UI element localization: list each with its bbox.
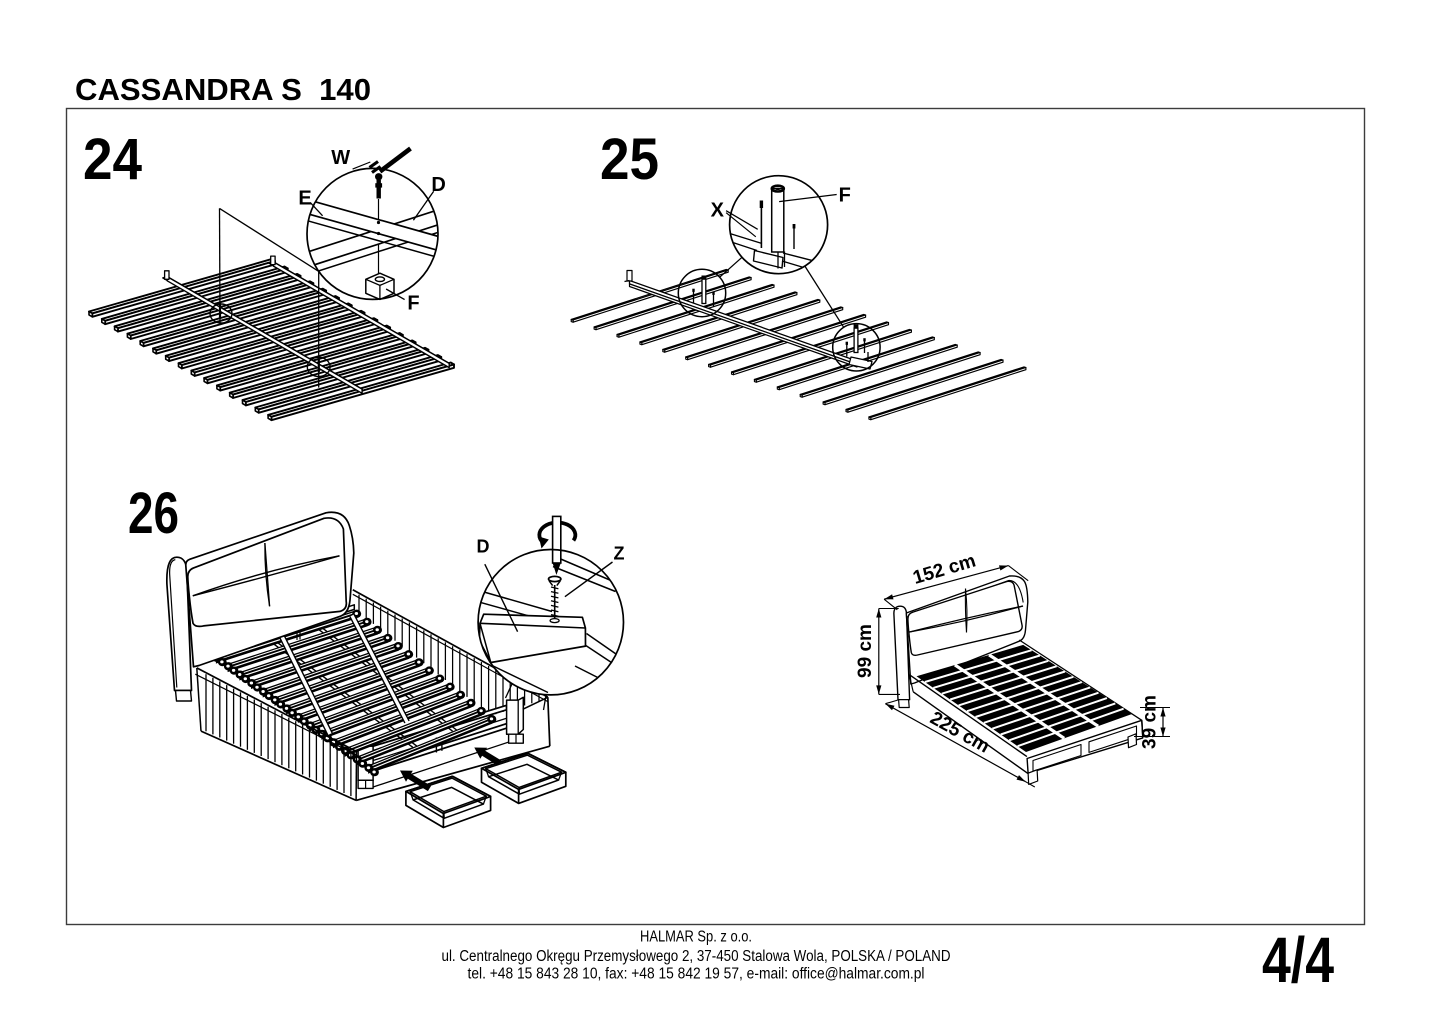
- svg-text:39 cm: 39 cm: [1140, 695, 1161, 749]
- svg-text:4/4: 4/4: [1262, 924, 1334, 996]
- svg-text:ul. Centralnego Okręgu Przemys: ul. Centralnego Okręgu Przemysłowego 2, …: [442, 948, 951, 965]
- svg-text:24: 24: [83, 127, 142, 192]
- svg-text:Z: Z: [614, 544, 625, 564]
- svg-text:F: F: [407, 292, 419, 314]
- svg-text:tel. +48 15 843 28 10, fax: +4: tel. +48 15 843 28 10, fax: +48 15 842 1…: [468, 966, 925, 983]
- svg-text:W: W: [331, 147, 350, 169]
- svg-text:D: D: [431, 174, 445, 196]
- svg-text:X: X: [711, 199, 725, 221]
- svg-text:HALMAR Sp. z o.o.: HALMAR Sp. z o.o.: [640, 929, 752, 946]
- svg-text:CASSANDRA S 140: CASSANDRA S 140: [75, 72, 371, 107]
- svg-text:E: E: [298, 187, 311, 209]
- svg-text:D: D: [477, 537, 490, 557]
- svg-text:26: 26: [128, 481, 179, 546]
- svg-text:F: F: [839, 184, 851, 206]
- svg-text:25: 25: [600, 127, 659, 192]
- svg-text:99 cm: 99 cm: [855, 624, 876, 678]
